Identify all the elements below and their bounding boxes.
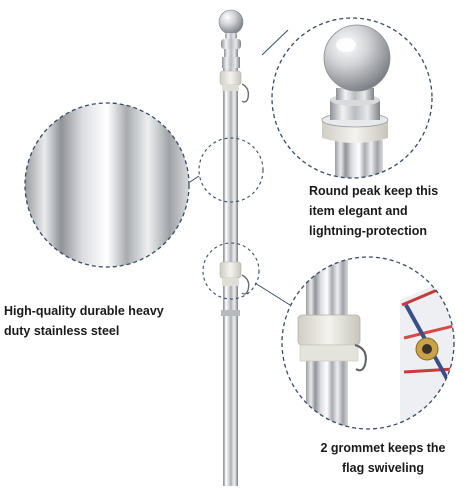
peak-caption: Round peak keep this item elegant and li…: [309, 181, 459, 241]
steel-caption: High-quality durable heavy duty stainles…: [4, 301, 184, 341]
finial-ball: [218, 9, 244, 68]
peak-zoom-circle: [271, 17, 433, 179]
peak-caption-line-2: item elegant and: [309, 204, 408, 218]
steel-marker-ring: [198, 137, 264, 203]
steel-zoom-circle: [24, 102, 190, 268]
grommet-zoom-circle: [281, 256, 455, 430]
steel-caption-line-2: duty stainless steel: [4, 324, 120, 338]
top-ring: [219, 70, 250, 103]
grommet-leader-line: [254, 282, 291, 306]
steel-caption-line-1: High-quality durable heavy: [4, 304, 164, 318]
grommet-caption-line-2: flag swiveling: [342, 461, 424, 475]
peak-caption-line-1: Round peak keep this: [309, 184, 439, 198]
grommet-caption-line-1: 2 grommet keeps the: [320, 441, 446, 455]
grommet-caption: 2 grommet keeps the flag swiveling: [303, 438, 463, 478]
peak-caption-line-3: lightning-protection: [309, 224, 428, 238]
peak-leader-line: [261, 29, 289, 56]
steel-leader-line: [189, 175, 200, 183]
middle-ring: [219, 261, 250, 295]
ring-marker-ring: [202, 242, 260, 300]
